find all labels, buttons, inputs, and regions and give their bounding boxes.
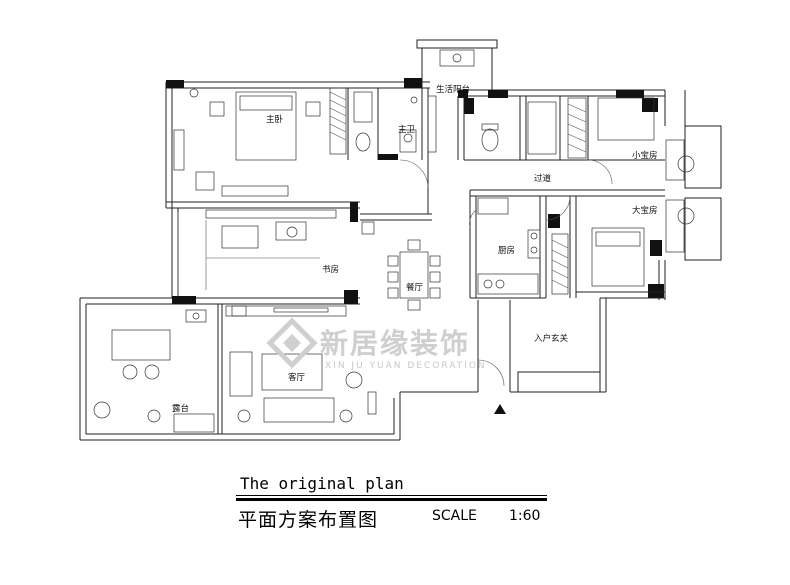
label-service-balcony: 生活阳台	[436, 84, 470, 95]
plan-title-en: The original plan	[240, 474, 404, 493]
door-swings	[399, 159, 613, 387]
watermark: 新居缘装饰 XIN JU YUAN DECORATION	[266, 317, 487, 371]
watermark-en: XIN JU YUAN DECORATION	[325, 361, 487, 371]
label-dining: 餐厅	[406, 283, 424, 293]
small-room-furniture	[481, 97, 695, 181]
interior-walls	[166, 88, 665, 434]
service-balcony-fixtures	[439, 49, 475, 67]
label-terrace: 露台	[172, 403, 189, 414]
floor-plan: 新居缘装饰 XIN JU YUAN DECORATION 主卧 主卫 生活阳台 …	[79, 39, 722, 441]
kitchen-fixtures	[477, 197, 541, 295]
plan-title-cn: 平面方案布置图	[238, 509, 379, 531]
outer-walls	[79, 39, 722, 441]
label-corridor: 过道	[534, 173, 552, 184]
master-bath-fixtures	[353, 91, 437, 153]
master-bedroom-furniture	[173, 87, 347, 197]
label-big-kids-room: 大宝房	[632, 205, 658, 216]
scale-value: 1:60	[509, 508, 541, 524]
study-furniture	[177, 209, 375, 296]
label-kitchen: 厨房	[498, 245, 515, 256]
title-rule-thick	[236, 498, 547, 501]
label-study: 书房	[322, 264, 339, 275]
label-living: 客厅	[288, 372, 306, 383]
living-furniture	[225, 305, 377, 423]
label-entrance: 入户玄关	[534, 333, 569, 344]
scale-label: SCALE	[432, 508, 477, 524]
label-master-bath: 主卫	[398, 124, 416, 135]
entrance-arrow-icon	[494, 404, 506, 414]
watermark-cn: 新居缘装饰	[320, 327, 470, 360]
dining-furniture	[387, 239, 441, 311]
room-labels: 主卧 主卫 生活阳台 小宝房 过道 大宝房 厨房 书房 餐厅 入户玄关 客厅 露…	[172, 84, 658, 414]
watermark-logo-icon	[266, 317, 318, 369]
label-small-kids-room: 小宝房	[632, 150, 658, 161]
title-rule-thin	[236, 495, 547, 496]
big-room-furniture	[551, 199, 695, 295]
terrace-furniture	[93, 309, 215, 433]
label-master-bedroom: 主卧	[266, 114, 284, 125]
